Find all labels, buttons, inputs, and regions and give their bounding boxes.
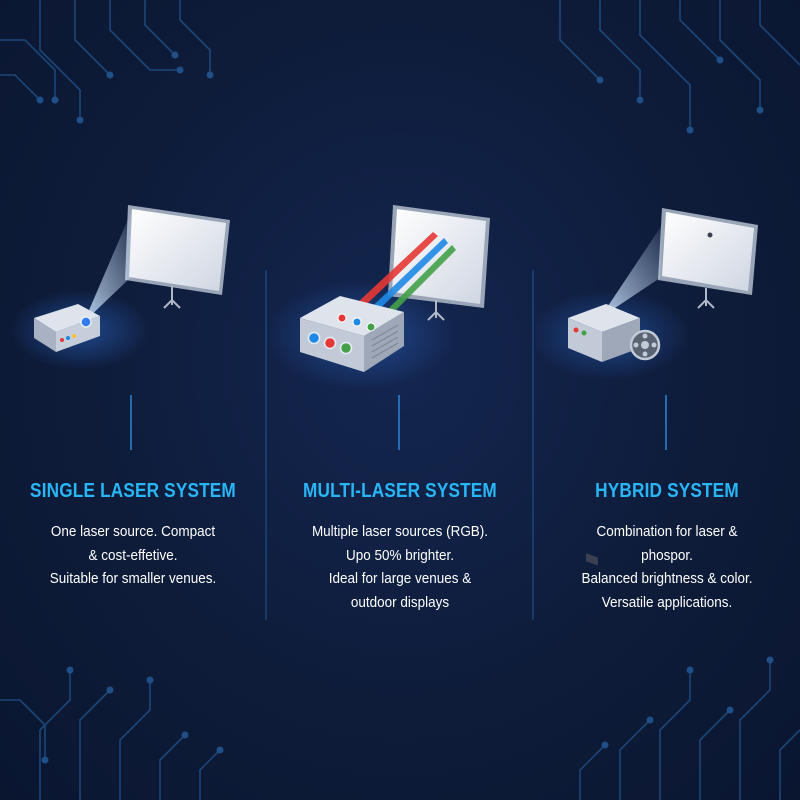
- column-title: HYBRID SYSTEM: [595, 480, 739, 502]
- description-line: Versatile applications.: [601, 594, 733, 611]
- description-line: Balanced brightness & color.: [581, 571, 753, 587]
- description-line: outdoor displays: [350, 594, 450, 611]
- column-description: One laser source. Compact & cost-effetiv…: [9, 521, 256, 592]
- description-line: One laser source. Compact: [50, 524, 216, 540]
- description-line: Upo 50% brighter.: [346, 547, 454, 564]
- column-title: MULTI-LASER SYSTEM: [303, 480, 497, 502]
- description-line: Multiple laser sources (RGB).: [311, 524, 489, 540]
- description-line: Suitable for smaller venues.: [49, 571, 217, 587]
- column-hybrid: HYBRID SYSTEM Combination for laser & ph…: [534, 480, 800, 615]
- description-line: Ideal for large venues &: [328, 571, 472, 587]
- description-line: phospor.: [641, 547, 693, 564]
- column-single-laser: SINGLE LASER SYSTEM One laser source. Co…: [0, 480, 266, 592]
- description-line: Combination for laser &: [596, 524, 738, 540]
- column-description: Multiple laser sources (RGB). Upo 50% br…: [276, 521, 523, 615]
- column-description: Combination for laser & phospor. Balance…: [543, 521, 790, 615]
- description-line: & cost-effetive.: [88, 547, 178, 564]
- column-multi-laser: MULTI-LASER SYSTEM Multiple laser source…: [267, 480, 533, 615]
- column-title: SINGLE LASER SYSTEM: [30, 480, 236, 502]
